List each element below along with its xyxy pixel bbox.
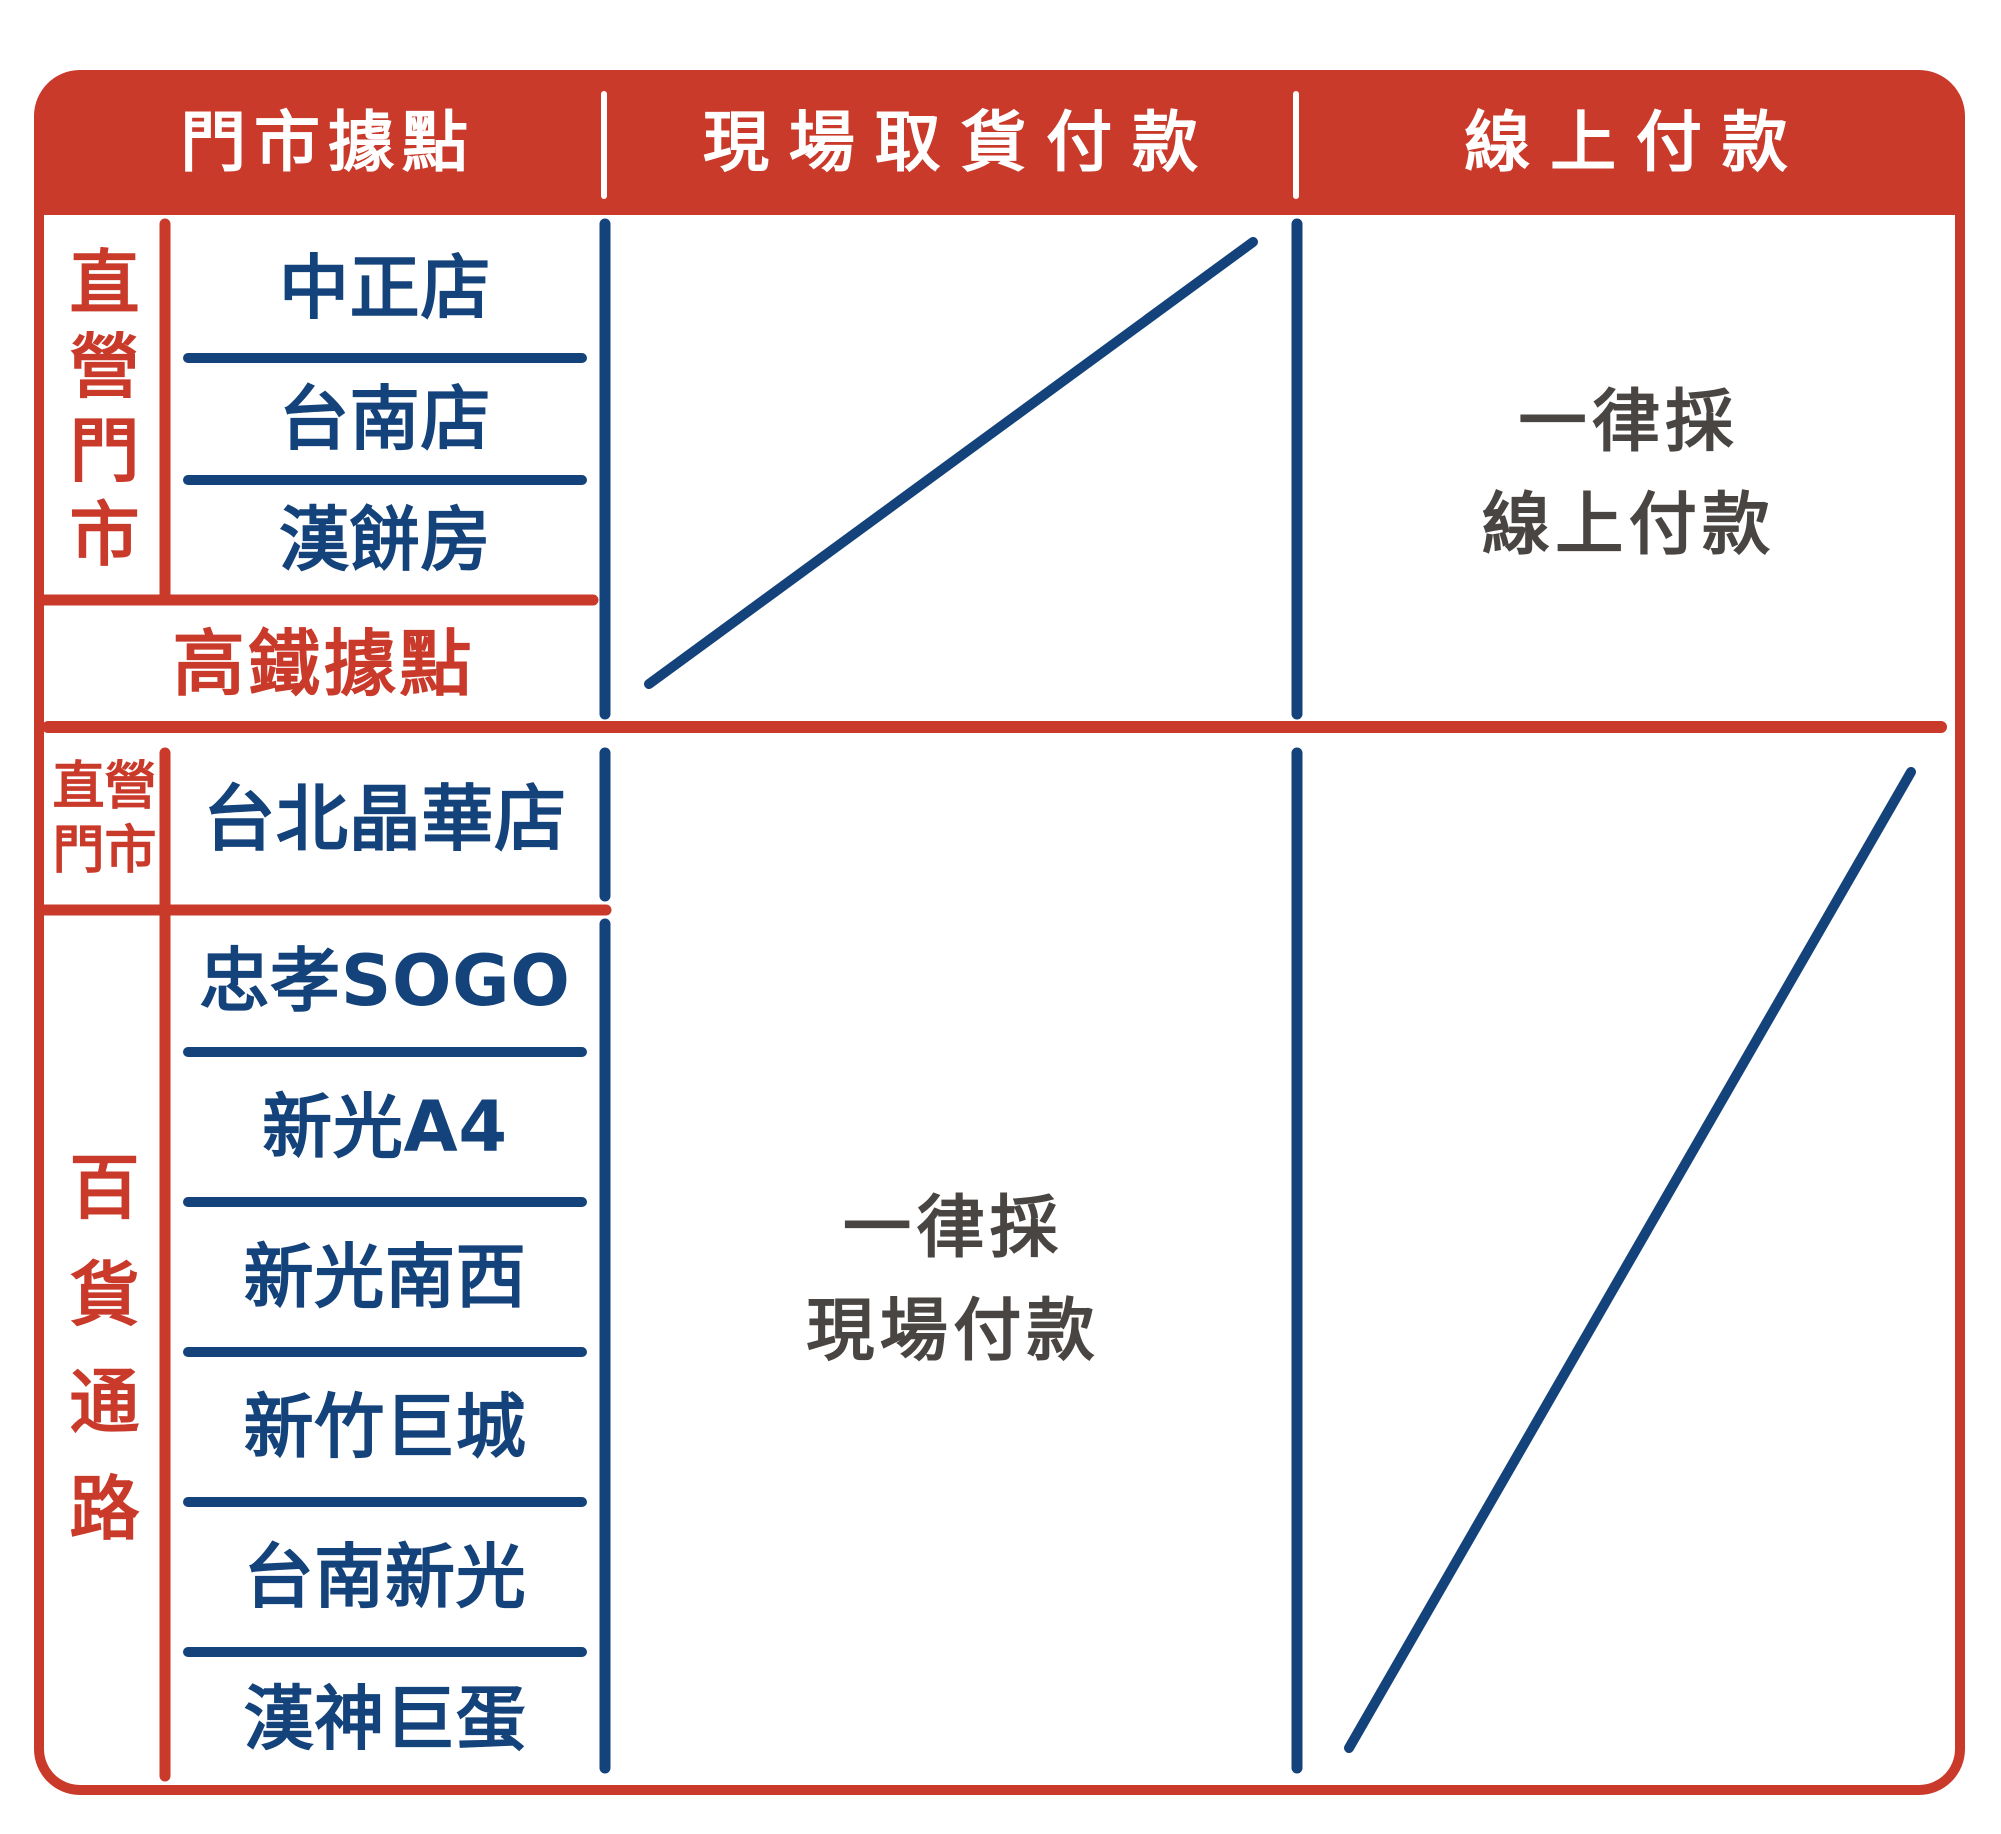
store-row-zhongxiao-sogo: 忠孝SOGO: [199, 940, 571, 1022]
header-onsite-pickup-payment: 現場取貨付款: [702, 103, 1218, 181]
store-row-hsr-locations: 高鐵據點: [172, 621, 475, 706]
group-label-direct-hotel-line2: 門市: [52, 820, 157, 881]
group-label-direct-retail: 直營門市: [44, 217, 165, 600]
group-label-department-channels-text: 百貨通路: [69, 1146, 140, 1550]
diagonal-slash-onsite-cell: [644, 237, 1258, 689]
group-label-direct-retail-text: 直營門市: [69, 241, 140, 576]
note-onsite-line2: 現場付款: [806, 1292, 1101, 1371]
note-online-line1: 一律採: [1518, 383, 1739, 462]
store-row-tainan-shinkong: 台南新光: [243, 1536, 527, 1618]
store-row-taipei-regent: 台北晶華店: [203, 776, 567, 861]
store-row-hsinchu-bigcity: 新竹巨城: [243, 1386, 527, 1468]
store-row-hanbingfang: 漢餅房: [278, 499, 492, 581]
group-label-department-channels: 百貨通路: [44, 910, 165, 1787]
note-onsite-line1: 一律採: [843, 1189, 1064, 1268]
store-row-zhongzheng: 中正店: [278, 246, 492, 329]
group-label-direct-hotel: 直營 門市: [44, 727, 165, 910]
diagonal-slash-online-cell: [1344, 767, 1916, 1753]
store-row-tainan: 台南店: [278, 378, 492, 460]
store-row-shinkong-nanxi: 新光南西: [243, 1236, 527, 1318]
group-label-direct-hotel-line1: 直營: [52, 756, 157, 817]
note-onsite-payment-only: 一律採 現場付款: [604, 1136, 1297, 1424]
store-row-hanshin-arena: 漢神巨蛋: [243, 1677, 527, 1760]
store-row-shinkong-a4: 新光A4: [262, 1086, 508, 1168]
header-online-payment: 線上付款: [1464, 103, 1808, 181]
note-online-payment-only: 一律採 線上付款: [1297, 330, 1955, 618]
header-store-locations: 門市據點: [180, 103, 476, 181]
note-online-line2: 線上付款: [1481, 486, 1776, 565]
